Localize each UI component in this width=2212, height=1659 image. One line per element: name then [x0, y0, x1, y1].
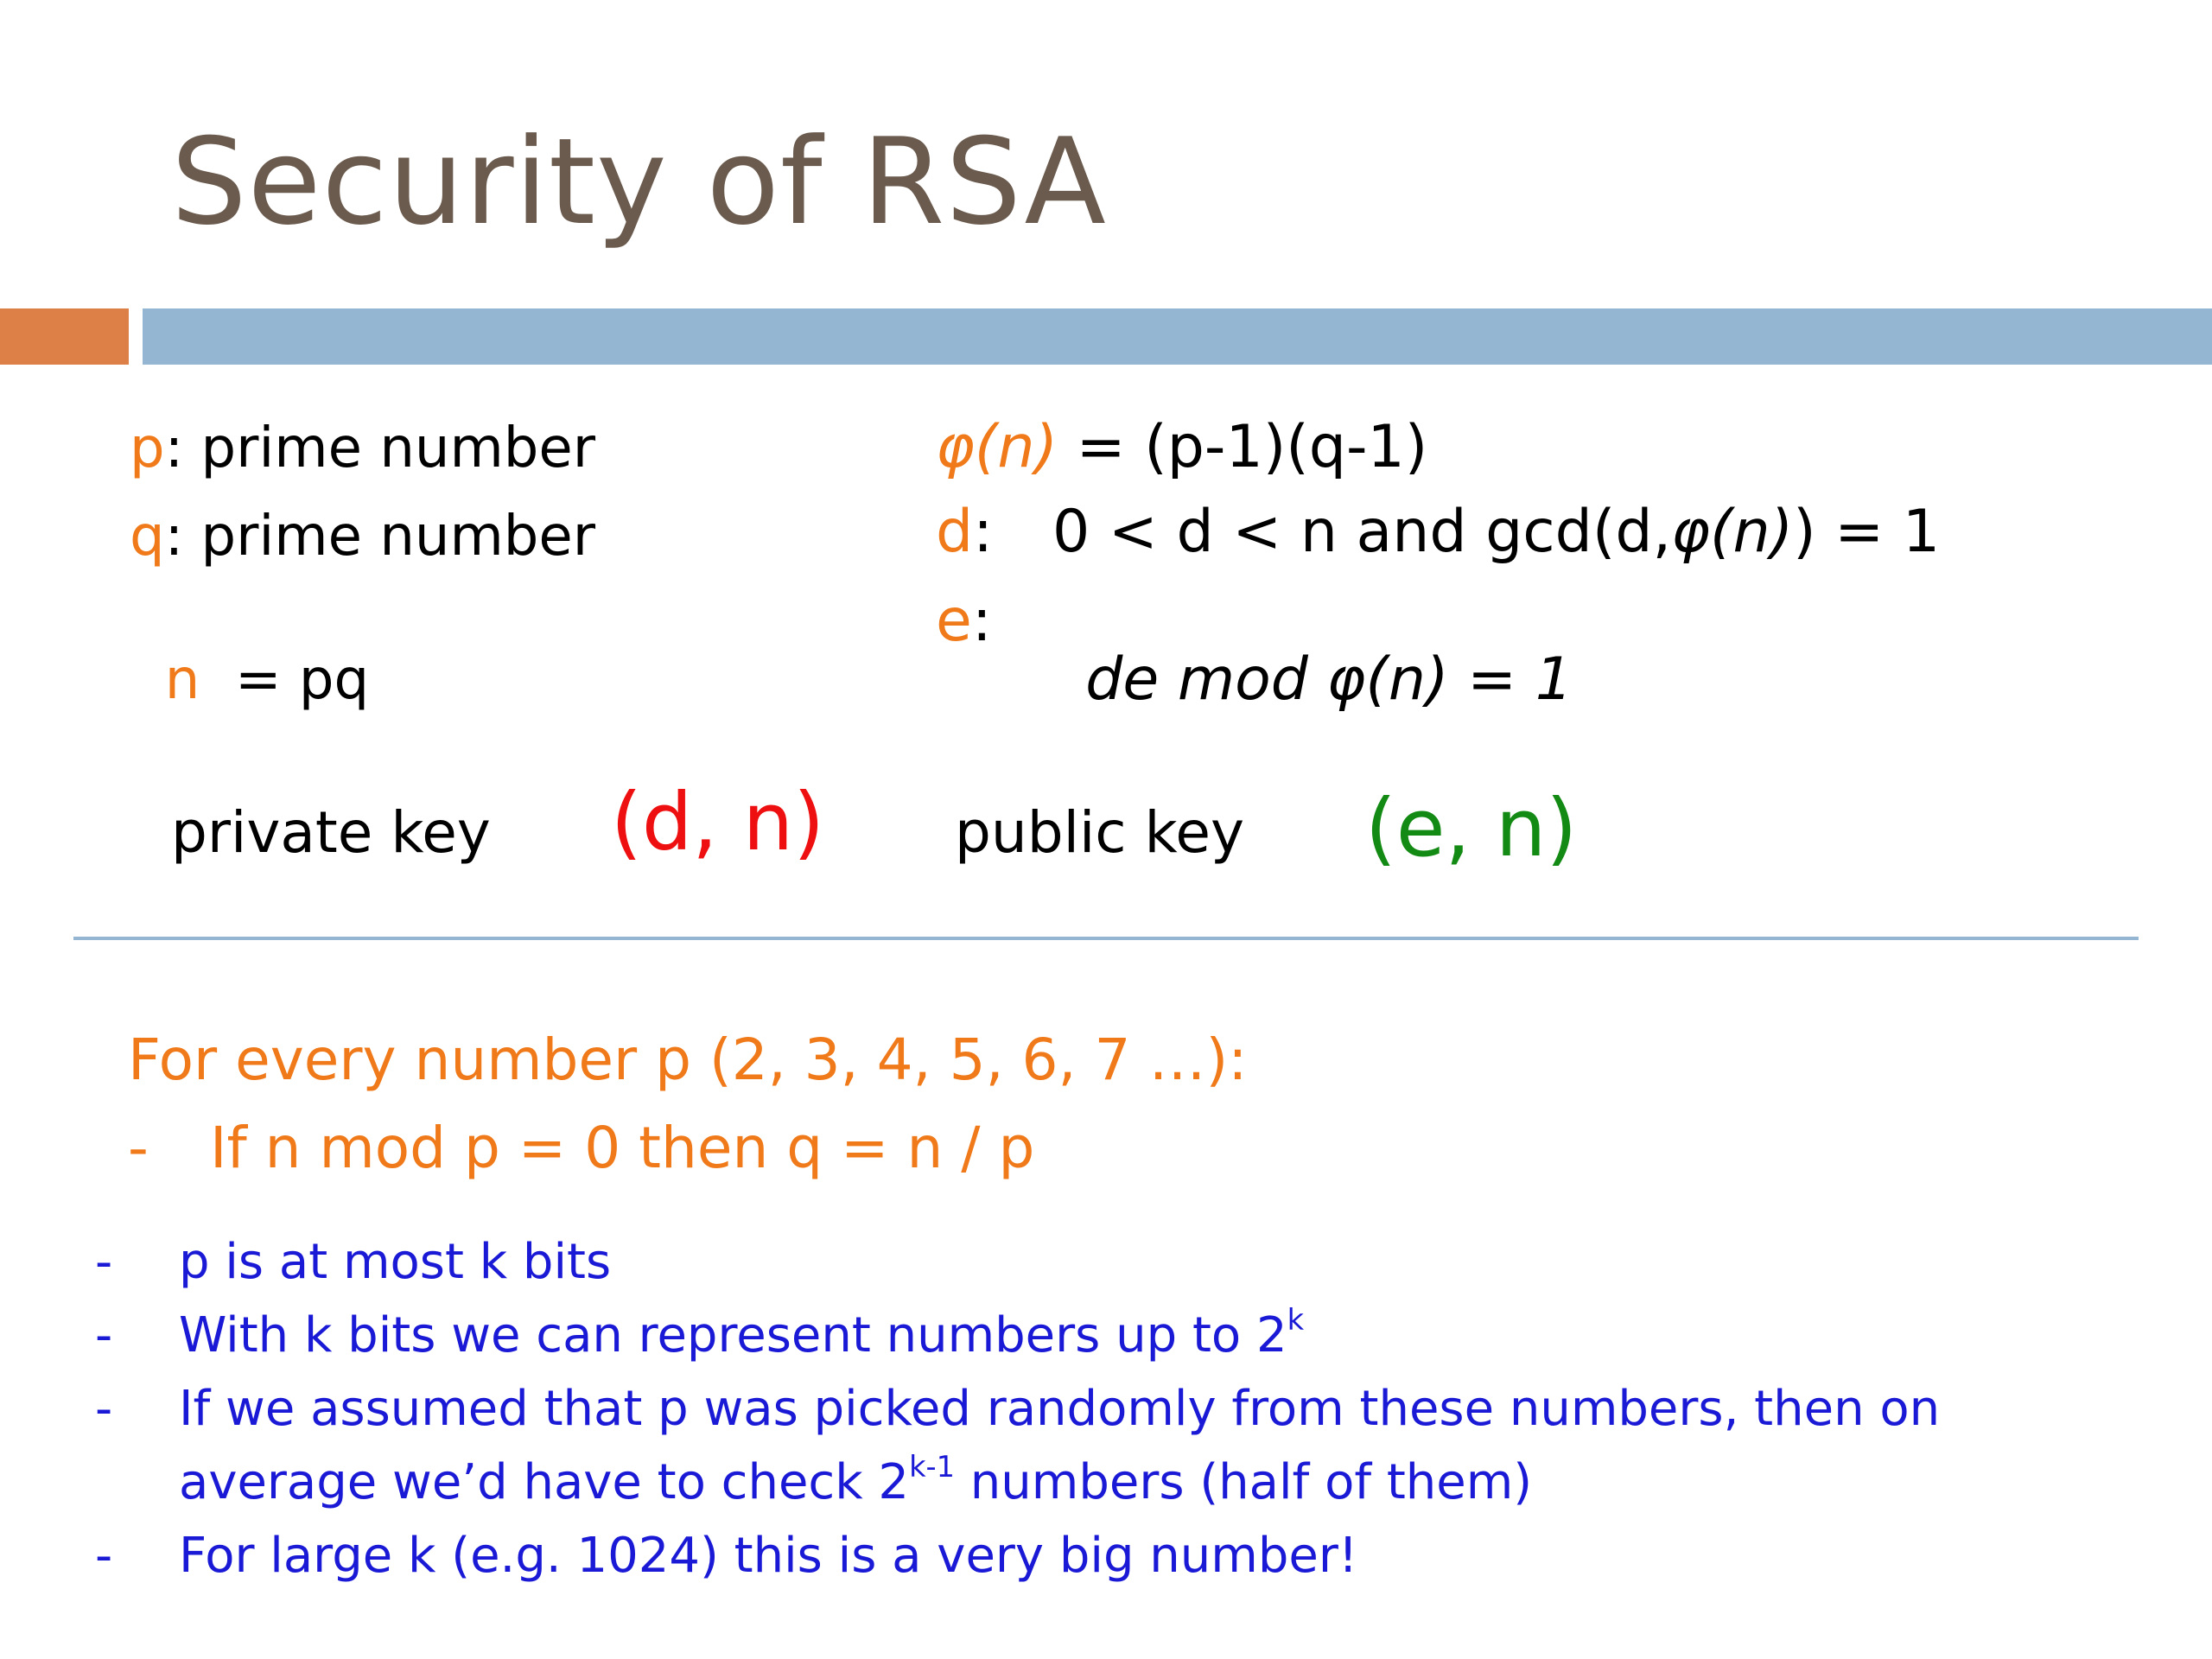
attack-line-2-dash: -	[128, 1115, 149, 1181]
note-item-3-line-2: average we’d have to check 2k-1 numbers …	[179, 1449, 1533, 1510]
note-dash: -	[95, 1381, 113, 1437]
definition-n: n = pq	[164, 648, 370, 712]
accent-bar-orange	[0, 308, 129, 365]
private-key-value: (d, n)	[611, 776, 824, 868]
private-key-label: private key	[171, 799, 491, 866]
note-item-1: p is at most k bits	[179, 1234, 612, 1290]
note-item-3-line-1: If we assumed that p was picked randomly…	[179, 1381, 1941, 1437]
definition-phi: φ(n) = (p-1)(q-1)	[936, 413, 1428, 481]
slide-title: Security of RSA	[171, 112, 1107, 251]
public-key-label: public key	[955, 799, 1245, 866]
definition-q: q: prime number	[130, 505, 596, 569]
note-dash: -	[95, 1528, 113, 1584]
attack-line-2: If n mod p = 0 then q = n / p	[210, 1115, 1035, 1181]
accent-bar-blue	[143, 308, 2212, 365]
definition-e-formula: de mod φ(n) = 1	[1085, 645, 1573, 714]
note-item-2: With k bits we can represent numbers up …	[179, 1302, 1305, 1363]
definition-d-formula: 0 < d < n and gcd(d,φ(n)) = 1	[1052, 498, 1941, 566]
attack-line-1: For every number p (2, 3, 4, 5, 6, 7 …):	[128, 1027, 1248, 1093]
definition-d: d:	[936, 498, 994, 566]
divider-line	[73, 937, 2139, 940]
note-item-4: For large k (e.g. 1024) this is a very b…	[179, 1528, 1358, 1584]
note-dash: -	[95, 1234, 113, 1290]
definition-p: p: prime number	[130, 416, 596, 480]
public-key-value: (e, n)	[1365, 782, 1578, 874]
note-dash: -	[95, 1307, 113, 1363]
definition-e: e:	[936, 587, 992, 655]
